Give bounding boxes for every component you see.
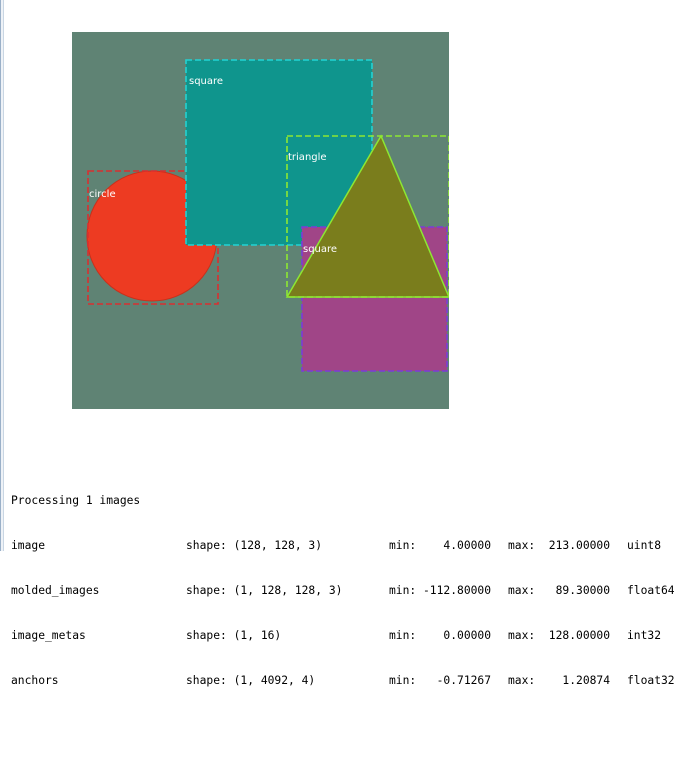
output-cell: circle square triangle square Processing… xyxy=(11,32,675,687)
purple-square-label: square xyxy=(303,244,337,255)
teal-square-box xyxy=(185,59,373,246)
triangle-label: triangle xyxy=(288,152,327,163)
log-row: molded_images shape: (1, 128, 128, 3) mi… xyxy=(11,583,675,598)
log-row: anchors shape: (1, 4092, 4) min: -0.7126… xyxy=(11,673,675,688)
triangle-box xyxy=(286,135,449,298)
log-min: min: 4.00000 xyxy=(389,539,492,552)
log-shape: shape: (1, 128, 128, 3) xyxy=(186,584,343,597)
cell-left-border xyxy=(0,0,4,551)
circle-label: circle xyxy=(89,189,116,200)
log-min: min: -0.71267 xyxy=(389,674,492,687)
log-dtype: int32 xyxy=(627,629,662,642)
log-header: Processing 1 images xyxy=(11,493,140,508)
log-shape: shape: (128, 128, 3) xyxy=(186,539,323,552)
circle-box xyxy=(87,170,219,305)
log-row: image shape: (128, 128, 3) min: 4.00000 … xyxy=(11,538,661,553)
console-log: Processing 1 images image shape: (128, 1… xyxy=(11,463,675,718)
log-name: image xyxy=(11,539,46,552)
log-shape: shape: (1, 4092, 4) xyxy=(186,674,316,687)
log-row: image_metas shape: (1, 16) min: 0.00000 … xyxy=(11,628,661,643)
log-max: max: 89.30000 xyxy=(508,584,611,597)
log-name: image_metas xyxy=(11,629,86,642)
teal-square-label: square xyxy=(189,76,223,87)
log-max: max: 213.00000 xyxy=(508,539,611,552)
log-header-text: Processing 1 images xyxy=(11,494,141,507)
triangle-shape xyxy=(285,134,449,298)
log-min: min: 0.00000 xyxy=(389,629,492,642)
log-max: max: 1.20874 xyxy=(508,674,611,687)
detection-canvas: circle square triangle square xyxy=(72,32,449,409)
log-dtype: float32 xyxy=(627,674,675,687)
log-name: anchors xyxy=(11,674,59,687)
log-dtype: float64 xyxy=(627,584,675,597)
detection-figure: circle square triangle square xyxy=(72,32,449,409)
log-min: min: -112.80000 xyxy=(389,584,492,597)
log-shape: shape: (1, 16) xyxy=(186,629,282,642)
log-dtype: uint8 xyxy=(627,539,662,552)
log-max: max: 128.00000 xyxy=(508,629,611,642)
log-name: molded_images xyxy=(11,584,100,597)
